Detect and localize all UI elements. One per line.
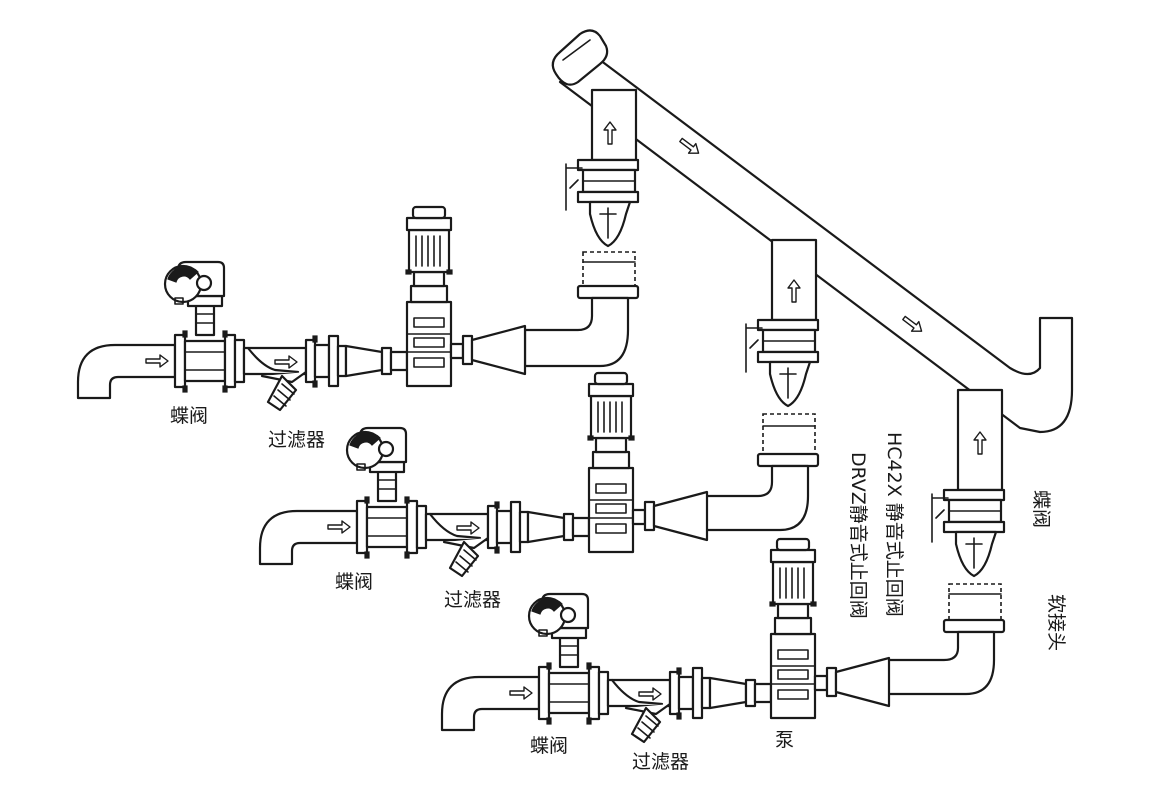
label-butterfly-valve-2: 蝶阀	[335, 571, 373, 593]
label-pump: 泵	[775, 729, 794, 751]
label-butterfly-valve-3: 蝶阀	[530, 735, 568, 757]
riser-2	[698, 238, 820, 532]
label-soft-joint: 软接头	[1045, 594, 1067, 651]
pump-unit-2	[258, 371, 709, 578]
pump-unit-3	[440, 537, 891, 744]
label-drvz-check-valve: DRVZ静音式止回阀	[847, 452, 869, 619]
riser-1	[523, 88, 640, 368]
pump-unit-1	[76, 205, 527, 412]
label-filter-1: 过滤器	[268, 429, 325, 451]
label-filter-3: 过滤器	[632, 751, 689, 773]
label-butterfly-valve-4: 蝶阀	[1030, 490, 1052, 528]
riser-3	[880, 388, 1006, 696]
label-hc42x-check-valve: HC42X 静音式止回阀	[883, 432, 905, 617]
label-butterfly-valve-1: 蝶阀	[170, 405, 208, 427]
label-filter-2: 过滤器	[444, 589, 501, 611]
